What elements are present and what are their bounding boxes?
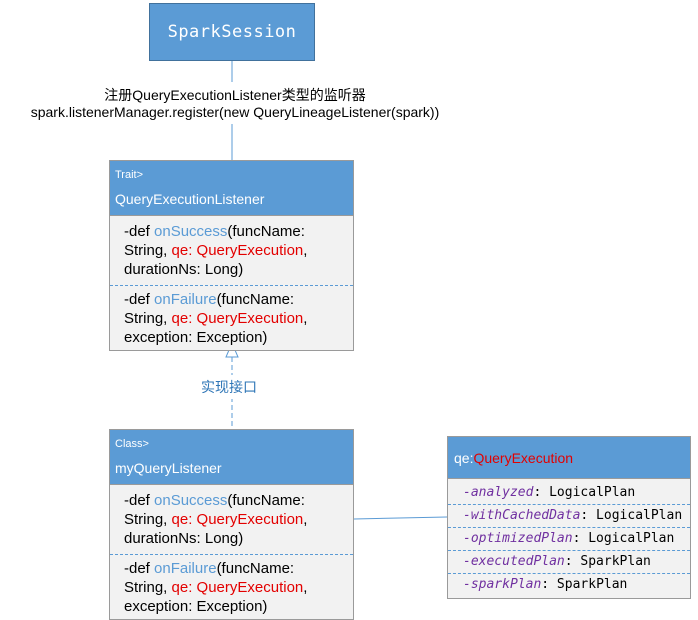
class-method-onsuccess: -def onSuccess(funcName: String, qe: Que…: [124, 492, 308, 547]
spark-session-box: SparkSession: [149, 3, 315, 61]
qe-field-optimizedplan: -optimizedPlan: LogicalPlan: [448, 528, 690, 551]
trait-method-onfailure: -def onFailure(funcName: String, qe: Que…: [124, 291, 308, 346]
qe-var: qe:: [454, 450, 474, 466]
method-divider: [110, 285, 353, 286]
register-note-line2: spark.listenerManager.register(new Query…: [30, 104, 440, 120]
trait-method-onsuccess: -def onSuccess(funcName: String, qe: Que…: [124, 223, 308, 278]
class-header: Class> myQueryListener: [110, 430, 353, 485]
class-name: myQueryListener: [115, 460, 222, 476]
query-execution-box: qe:QueryExecution -analyzed: LogicalPlan…: [447, 436, 691, 599]
class-box: Class> myQueryListener -def onSuccess(fu…: [109, 429, 354, 620]
class-method-onfailure: -def onFailure(funcName: String, qe: Que…: [124, 560, 308, 615]
implements-label: 实现接口: [199, 375, 259, 399]
qe-field-executedplan: -executedPlan: SparkPlan: [448, 551, 690, 574]
association-line: [353, 516, 448, 520]
qe-type: QueryExecution: [473, 450, 574, 466]
method-divider: [110, 554, 353, 555]
trait-header: Trait> QueryExecutionListener: [110, 161, 353, 216]
trait-name: QueryExecutionListener: [115, 191, 265, 207]
register-note-line1: 注册QueryExecutionListener类型的监听器: [104, 87, 366, 103]
spark-session-label: SparkSession: [167, 22, 297, 42]
trait-stereotype: Trait>: [115, 169, 144, 181]
qe-field-withcacheddata: -withCachedData: LogicalPlan: [448, 505, 690, 528]
trait-box: Trait> QueryExecutionListener -def onSuc…: [109, 160, 354, 351]
query-execution-header: qe:QueryExecution: [448, 437, 690, 479]
qe-field-sparkplan: -sparkPlan: SparkPlan: [463, 577, 628, 592]
qe-field-list: -analyzed: LogicalPlan -withCachedData: …: [448, 479, 690, 596]
qe-field-analyzed: -analyzed: LogicalPlan: [448, 482, 690, 505]
class-stereotype: Class>: [115, 438, 149, 450]
